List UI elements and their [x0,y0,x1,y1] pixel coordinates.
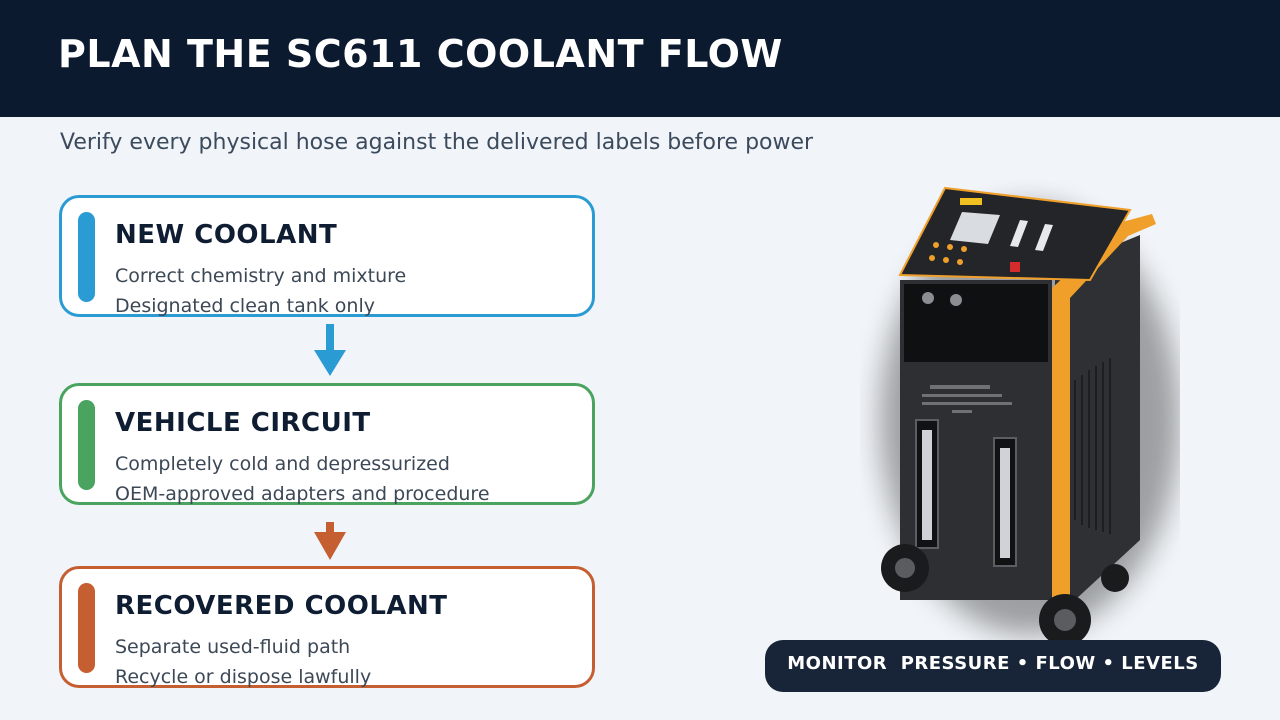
step-card-vehicle-circuit: VEHICLE CIRCUIT Completely cold and depr… [59,383,595,505]
step-title: RECOVERED COOLANT [115,591,448,621]
step-accent-bar [78,583,95,673]
page-subtitle: Verify every physical hose against the d… [60,130,814,155]
step-detail-line: Completely cold and depressurized [115,453,450,475]
coolant-machine-image [880,186,1180,646]
flow-arrow-down-icon [314,324,346,376]
step-detail-line: Separate used-fluid path [115,636,351,658]
step-title: VEHICLE CIRCUIT [115,408,371,438]
step-detail-line: Correct chemistry and mixture [115,265,407,287]
step-accent-bar [78,400,95,490]
flow-arrow-down-icon [314,522,346,560]
step-card-new-coolant: NEW COOLANT Correct chemistry and mixtur… [59,195,595,317]
header-bar: PLAN THE SC611 COOLANT FLOW [0,0,1280,117]
step-detail-line: OEM-approved adapters and procedure [115,483,490,505]
monitor-badge: MONITOR PRESSURE • FLOW • LEVELS [765,640,1221,692]
step-card-recovered-coolant: RECOVERED COOLANT Separate used-fluid pa… [59,566,595,688]
page-title: PLAN THE SC611 COOLANT FLOW [58,32,783,76]
step-detail-line: Designated clean tank only [115,295,375,317]
step-accent-bar [78,212,95,302]
step-detail-line: Recycle or dispose lawfully [115,666,372,688]
step-title: NEW COOLANT [115,220,338,250]
